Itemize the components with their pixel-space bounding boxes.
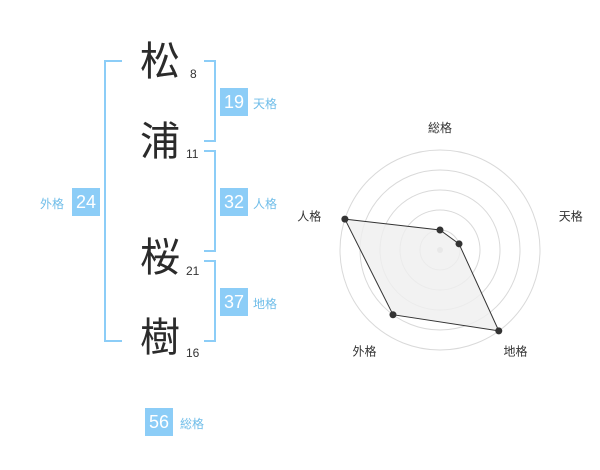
stroke-count-4: 16 bbox=[186, 346, 200, 360]
tenkaku-bracket bbox=[204, 60, 216, 142]
stroke-count-3: 21 bbox=[186, 264, 200, 278]
chikaku-bracket bbox=[204, 260, 216, 342]
tenkaku-value: 19 bbox=[220, 88, 248, 116]
radar-point-5 bbox=[341, 215, 349, 223]
jinkaku-bracket bbox=[204, 150, 216, 252]
gaikaku-bracket bbox=[104, 60, 122, 342]
radar-point-1 bbox=[436, 226, 444, 234]
jinkaku-value: 32 bbox=[220, 188, 248, 216]
soukaku-value: 56 bbox=[145, 408, 173, 436]
tenkaku-label: 天格 bbox=[253, 97, 278, 111]
radar-point-4 bbox=[389, 311, 397, 319]
stroke-count-2: 11 bbox=[186, 147, 199, 161]
name-char-2: 浦 bbox=[140, 119, 180, 165]
radar-data-polygon bbox=[344, 218, 500, 332]
radar-axis-label-1: 総格 bbox=[428, 120, 452, 135]
gaikaku-label: 外格 bbox=[40, 197, 65, 211]
soukaku-label: 総格 bbox=[180, 417, 205, 431]
name-char-4: 樹 bbox=[140, 315, 180, 361]
radar-grid-ring bbox=[339, 149, 541, 351]
radar-axis-label-4: 外格 bbox=[353, 343, 377, 358]
radar-axis-label-2: 天格 bbox=[559, 209, 583, 224]
chikaku-value: 37 bbox=[220, 288, 248, 316]
jinkaku-label: 人格 bbox=[253, 197, 278, 211]
radar-axis-label-5: 人格 bbox=[297, 209, 321, 224]
chikaku-label: 地格 bbox=[253, 297, 278, 311]
name-char-1: 松 bbox=[140, 39, 180, 85]
gaikaku-value: 24 bbox=[72, 188, 100, 216]
radar-point-3 bbox=[495, 327, 503, 335]
radar-point-2 bbox=[455, 240, 463, 248]
stroke-count-1: 8 bbox=[190, 67, 197, 81]
name-char-3: 桜 bbox=[140, 235, 180, 281]
radar-axis-label-3: 地格 bbox=[503, 343, 527, 358]
